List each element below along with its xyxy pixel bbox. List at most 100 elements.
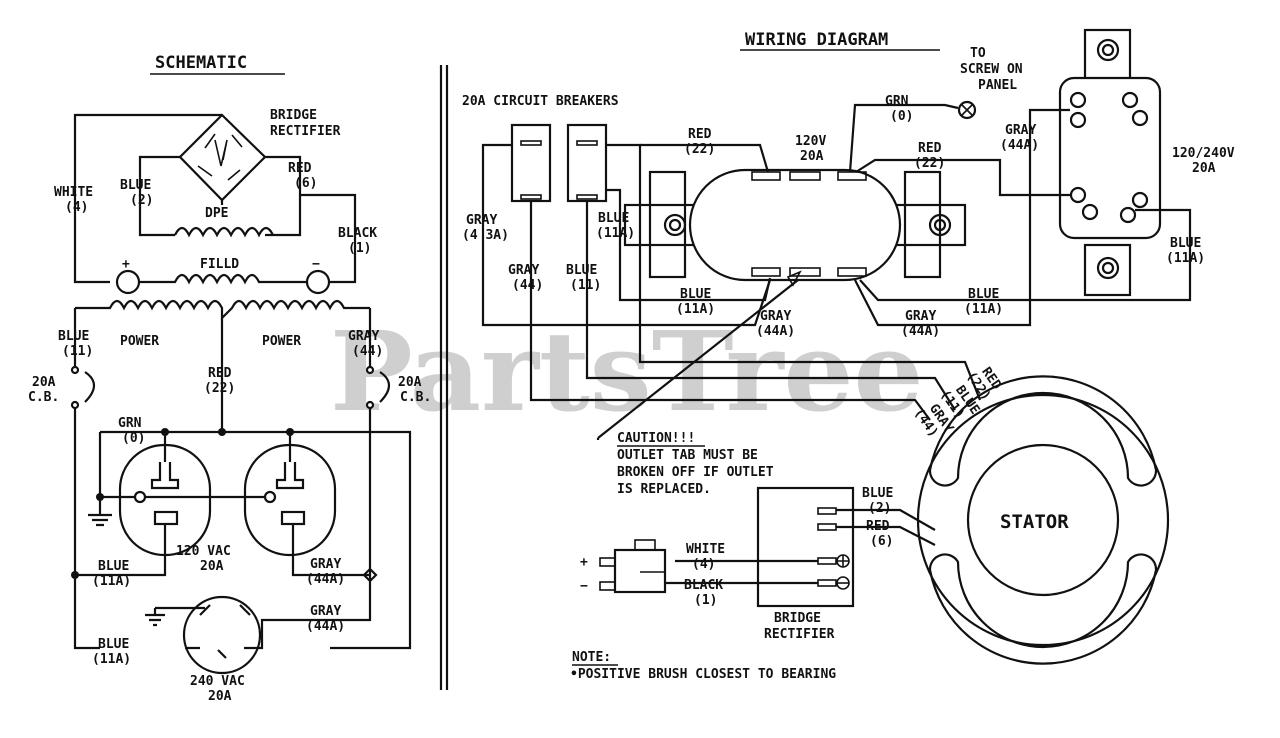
sch-120vac-label: 120 VAC [176, 544, 231, 559]
wd-black1-num: (1) [694, 593, 717, 608]
circuit-breaker-1-icon [510, 123, 552, 203]
wd-blue11a-mid-num: (11A) [676, 302, 715, 317]
sch-power-right: POWER [262, 334, 301, 349]
wd-grn-num: (0) [890, 109, 913, 124]
sch-240vac-label: 240 VAC [190, 674, 245, 689]
stator-inner-icon [966, 443, 1120, 597]
wiring-title: WIRING DIAGRAM [745, 30, 888, 50]
wd-blue11-num: (11) [570, 278, 601, 293]
wd-white4-label: WHITE [686, 542, 725, 557]
wd-note-text: •POSITIVE BRUSH CLOSEST TO BEARING [570, 667, 836, 682]
panel-screw-icon [957, 100, 977, 120]
sch-bridge-label-2: RECTIFIER [270, 124, 341, 139]
wiring-components [510, 28, 1170, 665]
wd-caution-line3: IS REPLACED. [617, 482, 711, 497]
sch-cb-right-2: C.B. [400, 390, 431, 405]
wd-toscrew-2: SCREW ON [960, 62, 1023, 77]
wd-red22-left-num: (22) [684, 142, 715, 157]
sch-black-num: (1) [348, 241, 371, 256]
wd-bridge-label-1: BRIDGE [774, 611, 821, 626]
wd-caution-title: CAUTION!!! [617, 431, 695, 446]
cb-left-icon [84, 371, 96, 403]
cb-right-icon [379, 371, 391, 403]
wd-note-title: NOTE: [572, 650, 611, 665]
brush-holder-icon [613, 548, 667, 594]
wd-stator-label: STATOR [1000, 511, 1069, 533]
wd-white4-num: (4) [692, 557, 715, 572]
sch-blue11a-2-num: (11A) [92, 652, 131, 667]
sch-dpe-label: DPE [205, 206, 228, 221]
sch-plus-label: + [122, 257, 130, 272]
sch-white-label: WHITE [54, 185, 93, 200]
wd-gray43a-num: (4 3A) [462, 228, 509, 243]
sch-black-label: BLACK [338, 226, 377, 241]
wd-gray44a-top-label: GRAY [1005, 123, 1036, 138]
wd-blue11-label: BLUE [566, 263, 597, 278]
sch-gray44a-2-num: (44A) [306, 619, 345, 634]
wd-blue11a-mid2-num: (11A) [964, 302, 1003, 317]
sch-red6-label: RED [288, 161, 312, 176]
wd-blue11a-left-num: (11A) [596, 226, 635, 241]
sch-gray44-num: (44) [352, 344, 383, 359]
wd-caution-line2: BROKEN OFF IF OUTLET [617, 465, 774, 480]
wd-120v-label: 120V [795, 134, 826, 149]
wd-blue2-label: BLUE [862, 486, 893, 501]
wd-bridge-label-2: RECTIFIER [764, 627, 835, 642]
wd-gray44-label: GRAY [508, 263, 539, 278]
wd-gray44a-mid2-num: (44A) [901, 324, 940, 339]
schematic-field-circuit [73, 113, 357, 295]
wiring-harness [481, 103, 1192, 585]
wd-red22-right-num: (22) [914, 156, 945, 171]
wd-breakers-label: 20A CIRCUIT BREAKERS [462, 94, 619, 109]
ground-icon-2 [145, 606, 205, 627]
wd-toscrew-3: PANEL [978, 78, 1017, 93]
sch-red22-num: (22) [204, 381, 235, 396]
brush-minus-icon [305, 269, 331, 295]
wd-gray44a-top-num: (44A) [1000, 138, 1039, 153]
wd-grn-label: GRN [885, 94, 909, 109]
wd-red22-right-label: RED [918, 141, 942, 156]
dpe-coil [174, 226, 274, 238]
sch-blue2-label: BLUE [120, 178, 151, 193]
sch-blue11-label: BLUE [58, 329, 89, 344]
sch-power-left: POWER [120, 334, 159, 349]
sch-blue11a-2-label: BLUE [98, 637, 129, 652]
sch-cb-right-1: 20A [398, 375, 422, 390]
bridge-rectifier-box [756, 486, 855, 608]
wd-blue11a-mid2-label: BLUE [968, 287, 999, 302]
bridge-resistor-zigzag [214, 139, 228, 167]
wd-black1-label: BLACK [684, 578, 723, 593]
sch-gray44a-2-label: GRAY [310, 604, 341, 619]
outlet-120v-right-icon [243, 443, 337, 557]
sch-red22-label: RED [208, 366, 232, 381]
wd-gray44a-mid1-label: GRAY [760, 309, 791, 324]
wd-blue2-num: (2) [868, 501, 891, 516]
sch-bridge-label-1: BRIDGE [270, 108, 317, 123]
stator-lead-labels: RED (22) BLUE (11) GRAY (44) [911, 365, 1004, 440]
sch-grn-label: GRN [118, 416, 142, 431]
wd-plus-label: + [580, 555, 588, 570]
wd-120240v-label: 120/240V [1172, 146, 1235, 161]
sch-120vac-amp: 20A [200, 559, 224, 574]
wd-toscrew-1: TO [970, 46, 986, 61]
wd-blue11a-right-num: (11A) [1166, 251, 1205, 266]
schematic-title: SCHEMATIC [155, 53, 247, 73]
wd-blue11a-left-label: BLUE [598, 211, 629, 226]
wd-gray44a-mid2-label: GRAY [905, 309, 936, 324]
wd-red6-num: (6) [870, 534, 893, 549]
sch-blue2-num: (2) [130, 193, 153, 208]
sch-red6-num: (6) [294, 176, 317, 191]
sch-gray44a-1-num: (44A) [306, 572, 345, 587]
wd-gray43a-label: GRAY [466, 213, 497, 228]
sch-field-label: FILLD [200, 257, 239, 272]
wd-minus-label: − [580, 579, 588, 594]
sch-blue11-num: (11) [62, 344, 93, 359]
wd-120v-amp: 20A [800, 149, 824, 164]
sch-gray44a-1-label: GRAY [310, 557, 341, 572]
sch-blue11a-1-num: (11A) [92, 574, 131, 589]
sch-240vac-amp: 20A [208, 689, 232, 704]
wd-blue11a-mid-label: BLUE [680, 287, 711, 302]
sch-gray44-label: GRAY [348, 329, 379, 344]
wd-gray44-num: (44) [512, 278, 543, 293]
